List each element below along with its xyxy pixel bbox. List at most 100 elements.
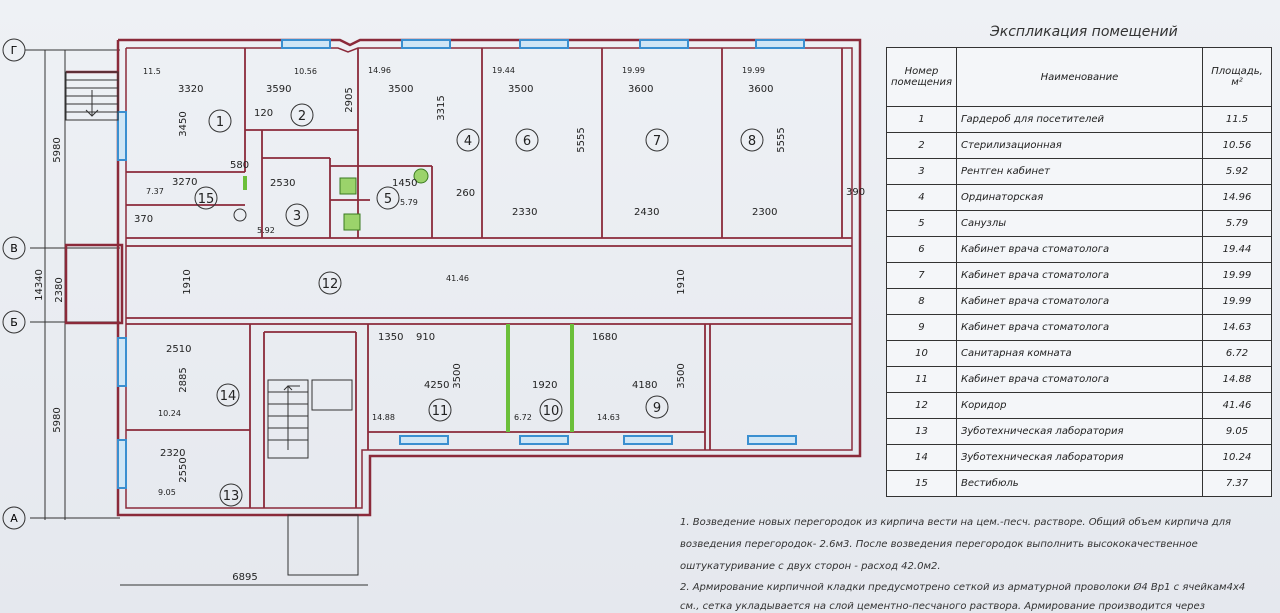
note-line: 1. Возведение новых перегородок из кирпи… — [680, 517, 1232, 528]
col-number-header: Номер помещения — [886, 47, 957, 107]
floor-plan-drawing: Г В Б А 5980 14340 2380 5980 6895 — [2, 38, 865, 586]
svg-text:5.79: 5.79 — [400, 198, 418, 207]
room-area-cell: 19.99 — [1202, 262, 1272, 289]
room-number-cell: 6 — [886, 236, 957, 263]
room-area-cell: 5.92 — [1202, 158, 1272, 185]
svg-text:390: 390 — [846, 187, 865, 198]
svg-text:5555: 5555 — [776, 127, 787, 152]
svg-text:2430: 2430 — [634, 207, 659, 218]
svg-text:9: 9 — [653, 401, 661, 416]
svg-text:7.37: 7.37 — [146, 187, 164, 196]
svg-text:4180: 4180 — [632, 380, 657, 391]
room-name-cell: Гардероб для посетителей — [955, 106, 1204, 133]
room-area-cell: 14.63 — [1202, 314, 1272, 341]
room-number-circles: 1 2 3 4 5 6 7 8 9 10 11 12 13 14 15 — [194, 103, 764, 507]
svg-text:3450: 3450 — [178, 111, 189, 136]
room-number-cell: 10 — [886, 340, 957, 367]
svg-text:370: 370 — [134, 214, 153, 225]
svg-text:3600: 3600 — [748, 84, 773, 95]
svg-text:4250: 4250 — [424, 380, 449, 391]
svg-text:19.99: 19.99 — [622, 66, 645, 75]
new-partitions — [243, 176, 574, 432]
svg-text:2300: 2300 — [752, 207, 777, 218]
axis-g-label: Г — [11, 44, 18, 57]
room-area-cell: 9.05 — [1202, 418, 1272, 445]
svg-text:5.92: 5.92 — [257, 226, 275, 235]
svg-text:3500: 3500 — [508, 84, 533, 95]
svg-text:8: 8 — [748, 134, 756, 149]
svg-text:2885: 2885 — [178, 367, 189, 392]
room-name-cell: Санузлы — [955, 210, 1204, 237]
note-line: возведения перегородок- 2.6м3. После воз… — [680, 539, 1198, 550]
room-number-cell: 12 — [886, 392, 957, 419]
note-line: см., сетка укладывается на слой цементно… — [680, 601, 1205, 612]
svg-text:1910: 1910 — [182, 269, 193, 294]
table-header-row: Номер помещения Наименование Площадь, м² — [886, 47, 1272, 107]
svg-text:3: 3 — [293, 209, 301, 224]
svg-text:5: 5 — [384, 192, 392, 207]
svg-text:1920: 1920 — [532, 380, 557, 391]
room-name-cell: Кабинет врача стоматолога — [955, 366, 1204, 393]
axis-v-label: В — [10, 242, 18, 255]
axis-b-label: Б — [10, 316, 18, 329]
svg-text:3270: 3270 — [172, 177, 197, 188]
svg-text:1350: 1350 — [378, 332, 403, 343]
svg-text:19.44: 19.44 — [492, 66, 515, 75]
interior-dimensions: 3320 3590 3500 3500 3600 3600 3450 3315 … — [134, 84, 865, 483]
svg-text:10.24: 10.24 — [158, 409, 181, 418]
svg-text:2320: 2320 — [160, 448, 185, 459]
svg-text:3315: 3315 — [436, 95, 447, 120]
room-number-cell: 1 — [886, 106, 957, 133]
svg-text:3590: 3590 — [266, 84, 291, 95]
svg-text:2: 2 — [298, 109, 306, 124]
svg-text:260: 260 — [456, 188, 475, 199]
room-area-cell: 14.88 — [1202, 366, 1272, 393]
room-number-cell: 3 — [886, 158, 957, 185]
svg-text:13: 13 — [223, 489, 240, 504]
svg-text:14.96: 14.96 — [368, 66, 391, 75]
svg-text:15: 15 — [198, 192, 215, 207]
sanitary-fixtures — [233, 168, 429, 231]
room-name-cell: Рентген кабинет — [955, 158, 1204, 185]
svg-text:10: 10 — [543, 404, 560, 419]
room-number-cell: 9 — [886, 314, 957, 341]
note-line: оштукатуривание с двух сторон - расход 4… — [680, 561, 941, 572]
room-area-cell: 6.72 — [1202, 340, 1272, 367]
svg-text:2530: 2530 — [270, 178, 295, 189]
svg-text:3320: 3320 — [178, 84, 203, 95]
room-name-cell: Вестибюль — [955, 470, 1204, 497]
svg-text:6: 6 — [523, 134, 531, 149]
room-name-cell: Кабинет врача стоматолога — [955, 314, 1204, 341]
room-areas: 11.5 10.56 14.96 19.44 19.99 19.99 7.37 … — [143, 66, 765, 497]
svg-text:910: 910 — [416, 332, 435, 343]
room-number-cell: 8 — [886, 288, 957, 315]
room-name-cell: Кабинет врача стоматолога — [955, 262, 1204, 289]
room-name-cell: Кабинет врача стоматолога — [955, 288, 1204, 315]
room-area-cell: 41.46 — [1202, 392, 1272, 419]
windows — [117, 39, 805, 489]
stairs — [65, 71, 359, 576]
svg-text:5555: 5555 — [576, 127, 587, 152]
col-area-header: Площадь, м² — [1202, 47, 1272, 107]
room-area-cell: 7.37 — [1202, 470, 1272, 497]
svg-text:3500: 3500 — [388, 84, 413, 95]
room-area-cell: 10.56 — [1202, 132, 1272, 159]
svg-text:4: 4 — [464, 134, 472, 149]
col-name-header: Наименование — [955, 47, 1204, 107]
room-name-cell: Кабинет врача стоматолога — [955, 236, 1204, 263]
room-name-cell: Санитарная комната — [955, 340, 1204, 367]
room-area-cell: 19.99 — [1202, 288, 1272, 315]
svg-text:2380: 2380 — [54, 277, 65, 302]
